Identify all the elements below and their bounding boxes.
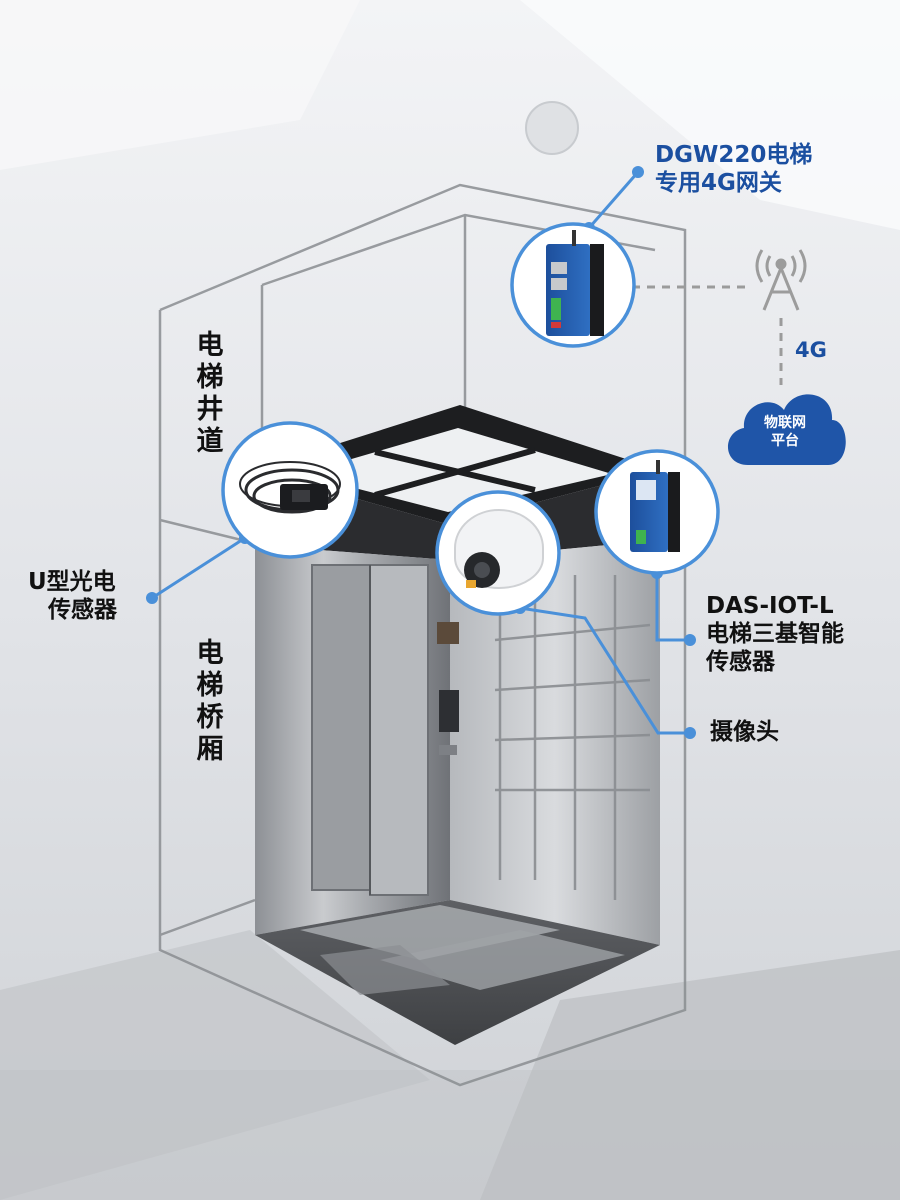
camera-label-text: 摄像头 — [710, 719, 779, 745]
das-sensor-label-line-3: 传感器 — [706, 649, 775, 676]
das-sensor-label-line-2: 电梯三基智能 — [706, 621, 844, 648]
das-sensor-label: DAS-IOT-L 电梯三基智能 传感器 — [706, 592, 844, 676]
camera-label: 摄像头 — [710, 718, 779, 746]
shaft-label: 电梯井道 — [196, 330, 224, 457]
das-sensor-label-line-1: DAS-IOT-L — [706, 593, 834, 619]
cloud-label-line-2: 平台 — [771, 433, 799, 450]
gateway-device-image — [510, 222, 636, 348]
das-sensor-image — [594, 449, 720, 575]
car-label: 电梯桥厢 — [196, 638, 224, 765]
cloud-label-line-1: 物联网 — [764, 415, 806, 431]
gateway-label-line-2: 专用4G网关 — [655, 170, 782, 197]
cloud-icon — [727, 394, 846, 465]
u-sensor-label-line-1: U型光电 — [28, 569, 116, 595]
camera-image — [435, 490, 561, 616]
u-sensor-image — [221, 421, 359, 559]
network-label: 4G — [795, 338, 827, 362]
u-sensor-label-line-2: 传感器 — [48, 597, 117, 624]
gateway-label-line-1: DGW220电梯 — [655, 142, 813, 168]
u-sensor-label: U型光电 传感器 — [28, 568, 117, 624]
gateway-label: DGW220电梯 专用4G网关 — [655, 141, 812, 197]
tower-icon — [755, 249, 807, 311]
cloud-label: 物联网 平台 — [740, 414, 830, 450]
